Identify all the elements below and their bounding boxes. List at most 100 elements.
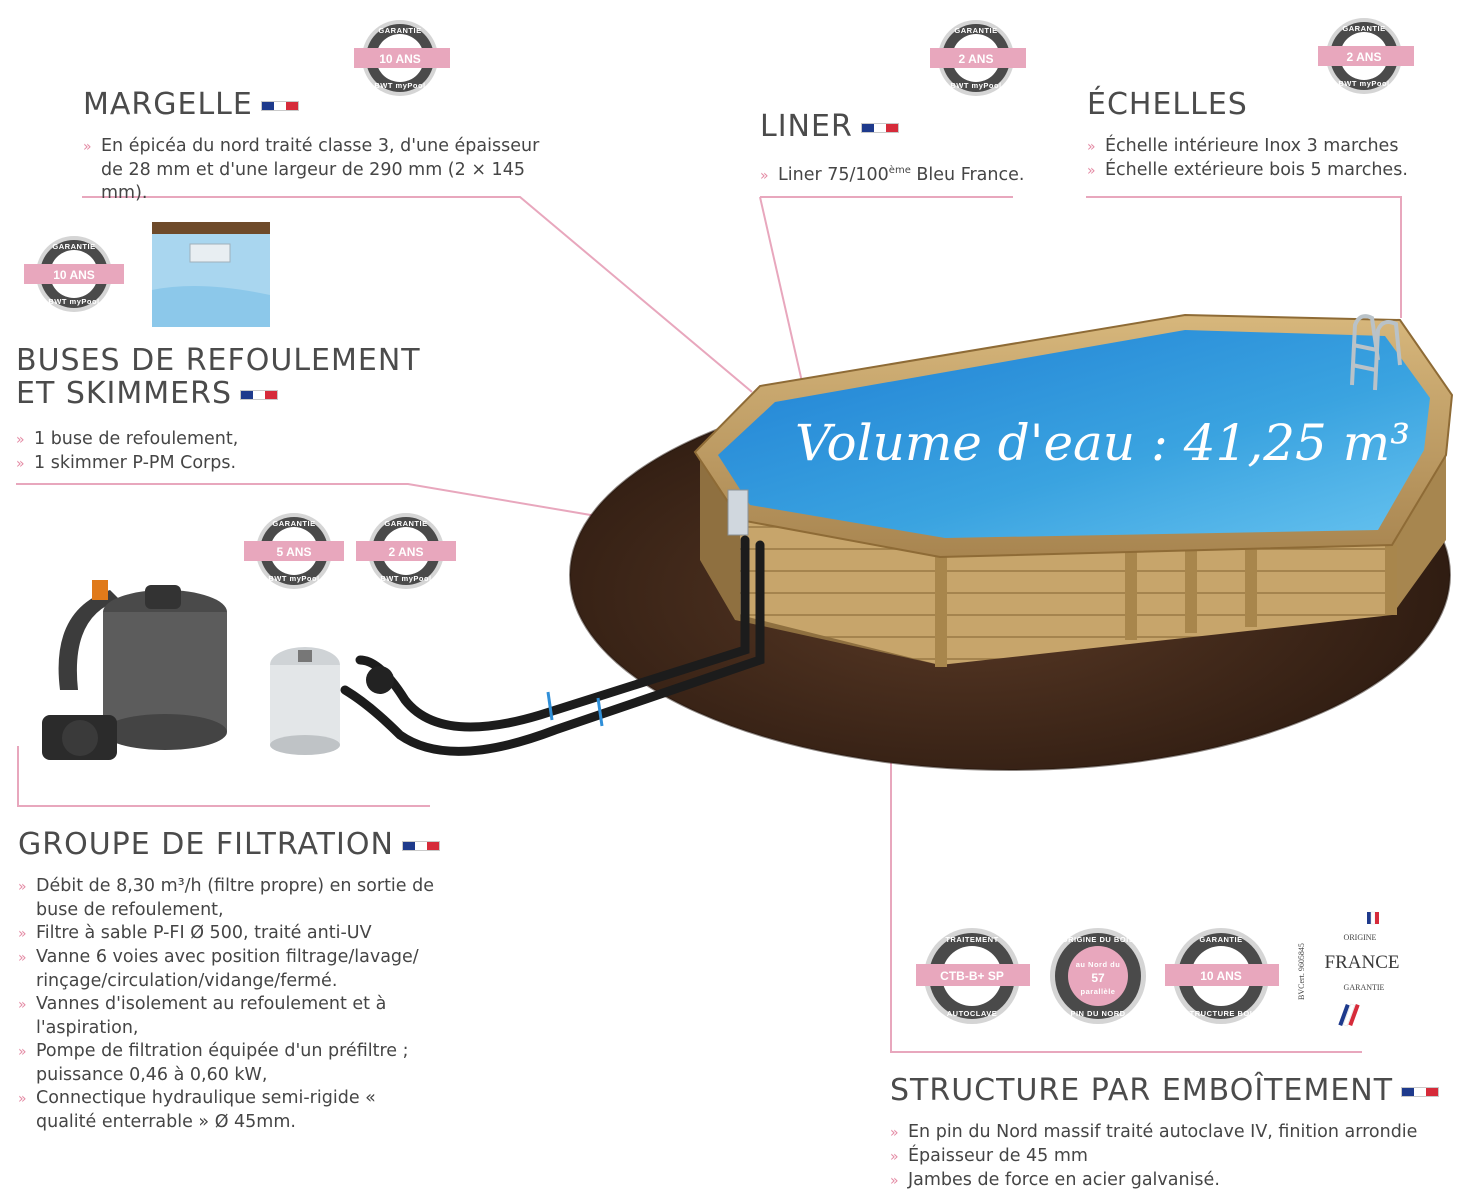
list-item: »Échelle extérieure bois 5 marches.	[1087, 159, 1467, 183]
svg-text:GARANTIE: GARANTIE	[1344, 983, 1385, 992]
flag-fr-icon	[240, 389, 278, 400]
section-margelle: MARGELLE »En épicéa du nord traité class…	[83, 88, 643, 205]
svg-text:BWT myPool: BWT myPool	[380, 574, 431, 583]
section-title: LINER	[760, 110, 1060, 143]
svg-text:57: 57	[1091, 971, 1105, 985]
pool-walls	[700, 452, 1446, 667]
svg-text:GARANTIE: GARANTIE	[52, 242, 95, 251]
bullet-chevron-icon: »	[18, 926, 27, 942]
svg-text:2 ANS: 2 ANS	[389, 545, 424, 559]
svg-text:2 ANS: 2 ANS	[959, 52, 994, 66]
section-items: »Liner 75/100ème Bleu France.	[760, 159, 1060, 188]
list-item: »En pin du Nord massif traité autoclave …	[890, 1121, 1470, 1145]
svg-text:10 ANS: 10 ANS	[379, 52, 421, 66]
warranty-badge-filtration-2: 2 ANS GARANTIE BWT myPool	[356, 513, 456, 589]
svg-text:GARANTIE: GARANTIE	[384, 519, 427, 528]
flag-fr-icon	[860, 122, 899, 133]
list-item: »Échelle intérieure Inox 3 marches	[1087, 135, 1467, 159]
list-item: »Épaisseur de 45 mm	[890, 1145, 1470, 1169]
bullet-chevron-icon: »	[18, 950, 27, 966]
list-item: »Vannes d'isolement au refoulement et à …	[18, 994, 387, 1038]
list-item: »En épicéa du nord traité classe 3, d'un…	[83, 136, 540, 203]
pool-water	[718, 330, 1430, 538]
bullet-chevron-icon: »	[890, 1149, 899, 1165]
svg-text:10 ANS: 10 ANS	[1200, 969, 1242, 983]
svg-text:10 ANS: 10 ANS	[53, 268, 95, 282]
svg-text:GARANTIE: GARANTIE	[1342, 24, 1385, 33]
section-items: »En épicéa du nord traité classe 3, d'un…	[83, 135, 553, 205]
section-items: »En pin du Nord massif traité autoclave …	[890, 1121, 1470, 1193]
svg-text:BWT myPool: BWT myPool	[48, 297, 99, 306]
bullet-chevron-icon: »	[890, 1125, 899, 1141]
section-title: STRUCTURE PAR EMBOÎTEMENT	[890, 1074, 1470, 1107]
svg-text:GARANTIE: GARANTIE	[1199, 935, 1242, 944]
svg-text:TRAITEMENT: TRAITEMENT	[945, 935, 998, 944]
svg-text:parallèle: parallèle	[1081, 987, 1116, 996]
svg-text:au Nord du: au Nord du	[1076, 960, 1121, 969]
bullet-chevron-icon: »	[18, 1091, 27, 1107]
bullet-chevron-icon: »	[1087, 163, 1096, 179]
svg-text:ORIGINE: ORIGINE	[1344, 933, 1377, 942]
bullet-chevron-icon: »	[890, 1173, 899, 1189]
flag-fr-icon	[401, 840, 440, 851]
bullet-chevron-icon: »	[16, 432, 25, 448]
list-item: »Débit de 8,30 m³/h (filtre propre) en s…	[18, 876, 434, 920]
section-items: »Débit de 8,30 m³/h (filtre propre) en s…	[18, 875, 438, 1134]
section-echelles: ÉCHELLES »Échelle intérieure Inox 3 marc…	[1087, 88, 1467, 183]
section-structure: STRUCTURE PAR EMBOÎTEMENT »En pin du Nor…	[890, 1074, 1470, 1193]
bullet-chevron-icon: »	[1087, 139, 1096, 155]
svg-text:5 ANS: 5 ANS	[277, 545, 312, 559]
svg-text:FRANCE: FRANCE	[1325, 952, 1400, 973]
list-item: »Connectique hydraulique semi-rigide « q…	[18, 1088, 376, 1132]
pool-ladder	[1350, 314, 1402, 391]
list-item: »1 skimmer P-PM Corps.	[16, 452, 436, 476]
warranty-badge-liner: 2 ANS GARANTIE BWT myPool	[930, 20, 1026, 96]
skimmer-photo	[152, 222, 270, 327]
warranty-badge-buses: 10 ANS GARANTIE BWT myPool	[24, 236, 124, 312]
origin-badge: ORIGINE DU BOIS au Nord du 57 parallèle …	[1050, 928, 1146, 1024]
svg-text:PIN DU NORD: PIN DU NORD	[1070, 1009, 1125, 1018]
svg-text:CTB-B+ SP: CTB-B+ SP	[940, 969, 1004, 983]
sand-filter-large	[42, 580, 227, 760]
treatment-badge: CTB-B+ SP TRAITEMENT AUTOCLAVE	[916, 928, 1030, 1024]
svg-text:GARANTIE: GARANTIE	[954, 26, 997, 35]
skimmer	[727, 489, 749, 536]
svg-text:GARANTIE: GARANTIE	[272, 519, 315, 528]
bullet-chevron-icon: »	[83, 139, 92, 155]
bullet-chevron-icon: »	[760, 167, 769, 184]
svg-text:BVCert. 9605845: BVCert. 9605845	[1297, 943, 1306, 1000]
flag-fr-icon	[260, 100, 299, 111]
origine-france-badge: BVCert. 9605845 ORIGINE FRANCE GARANTIE	[1297, 911, 1400, 1027]
svg-text:BWT myPool: BWT myPool	[374, 81, 425, 90]
list-item: »Pompe de filtration équipée d'un préfil…	[18, 1041, 409, 1085]
list-item: »Vanne 6 voies avec position filtrage/la…	[18, 947, 419, 991]
bullet-chevron-icon: »	[18, 1044, 27, 1060]
sand-filter-small	[270, 647, 394, 755]
list-item: »Filtre à sable P-FI Ø 500, traité anti-…	[18, 922, 438, 946]
svg-text:BWT myPool: BWT myPool	[950, 81, 1001, 90]
warranty-badge-margelle: 10 ANS GARANTIE BWT myPool	[354, 20, 450, 96]
svg-text:BWT myPool: BWT myPool	[1338, 79, 1389, 88]
warranty-badge-echelles: 2 ANS GARANTIE BWT myPool	[1318, 18, 1414, 94]
section-items: »1 buse de refoulement, »1 skimmer P-PM …	[16, 428, 436, 476]
section-filtration: GROUPE DE FILTRATION »Débit de 8,30 m³/h…	[18, 828, 458, 1134]
svg-text:AUTOCLAVE: AUTOCLAVE	[947, 1009, 997, 1018]
svg-text:GARANTIE: GARANTIE	[378, 26, 421, 35]
svg-text:BWT myPool: BWT myPool	[268, 574, 319, 583]
section-items: »Échelle intérieure Inox 3 marches »Éche…	[1087, 135, 1467, 183]
svg-text:2 ANS: 2 ANS	[1347, 50, 1382, 64]
section-liner: LINER »Liner 75/100ème Bleu France.	[760, 110, 1060, 188]
svg-text:ORIGINE DU BOIS: ORIGINE DU BOIS	[1062, 935, 1135, 944]
svg-text:STRUCTURE BOIS: STRUCTURE BOIS	[1184, 1009, 1258, 1018]
bullet-chevron-icon: »	[16, 456, 25, 472]
section-title: MARGELLE	[83, 88, 643, 121]
leader-lines	[16, 196, 1402, 1053]
section-title: ÉCHELLES	[1087, 87, 1248, 122]
list-item: »1 buse de refoulement,	[16, 428, 436, 452]
bullet-chevron-icon: »	[18, 879, 27, 895]
list-item: »Jambes de force en acier galvanisé.	[890, 1169, 1470, 1193]
volume-label: Volume d'eau : 41,25 m³	[795, 414, 1410, 472]
